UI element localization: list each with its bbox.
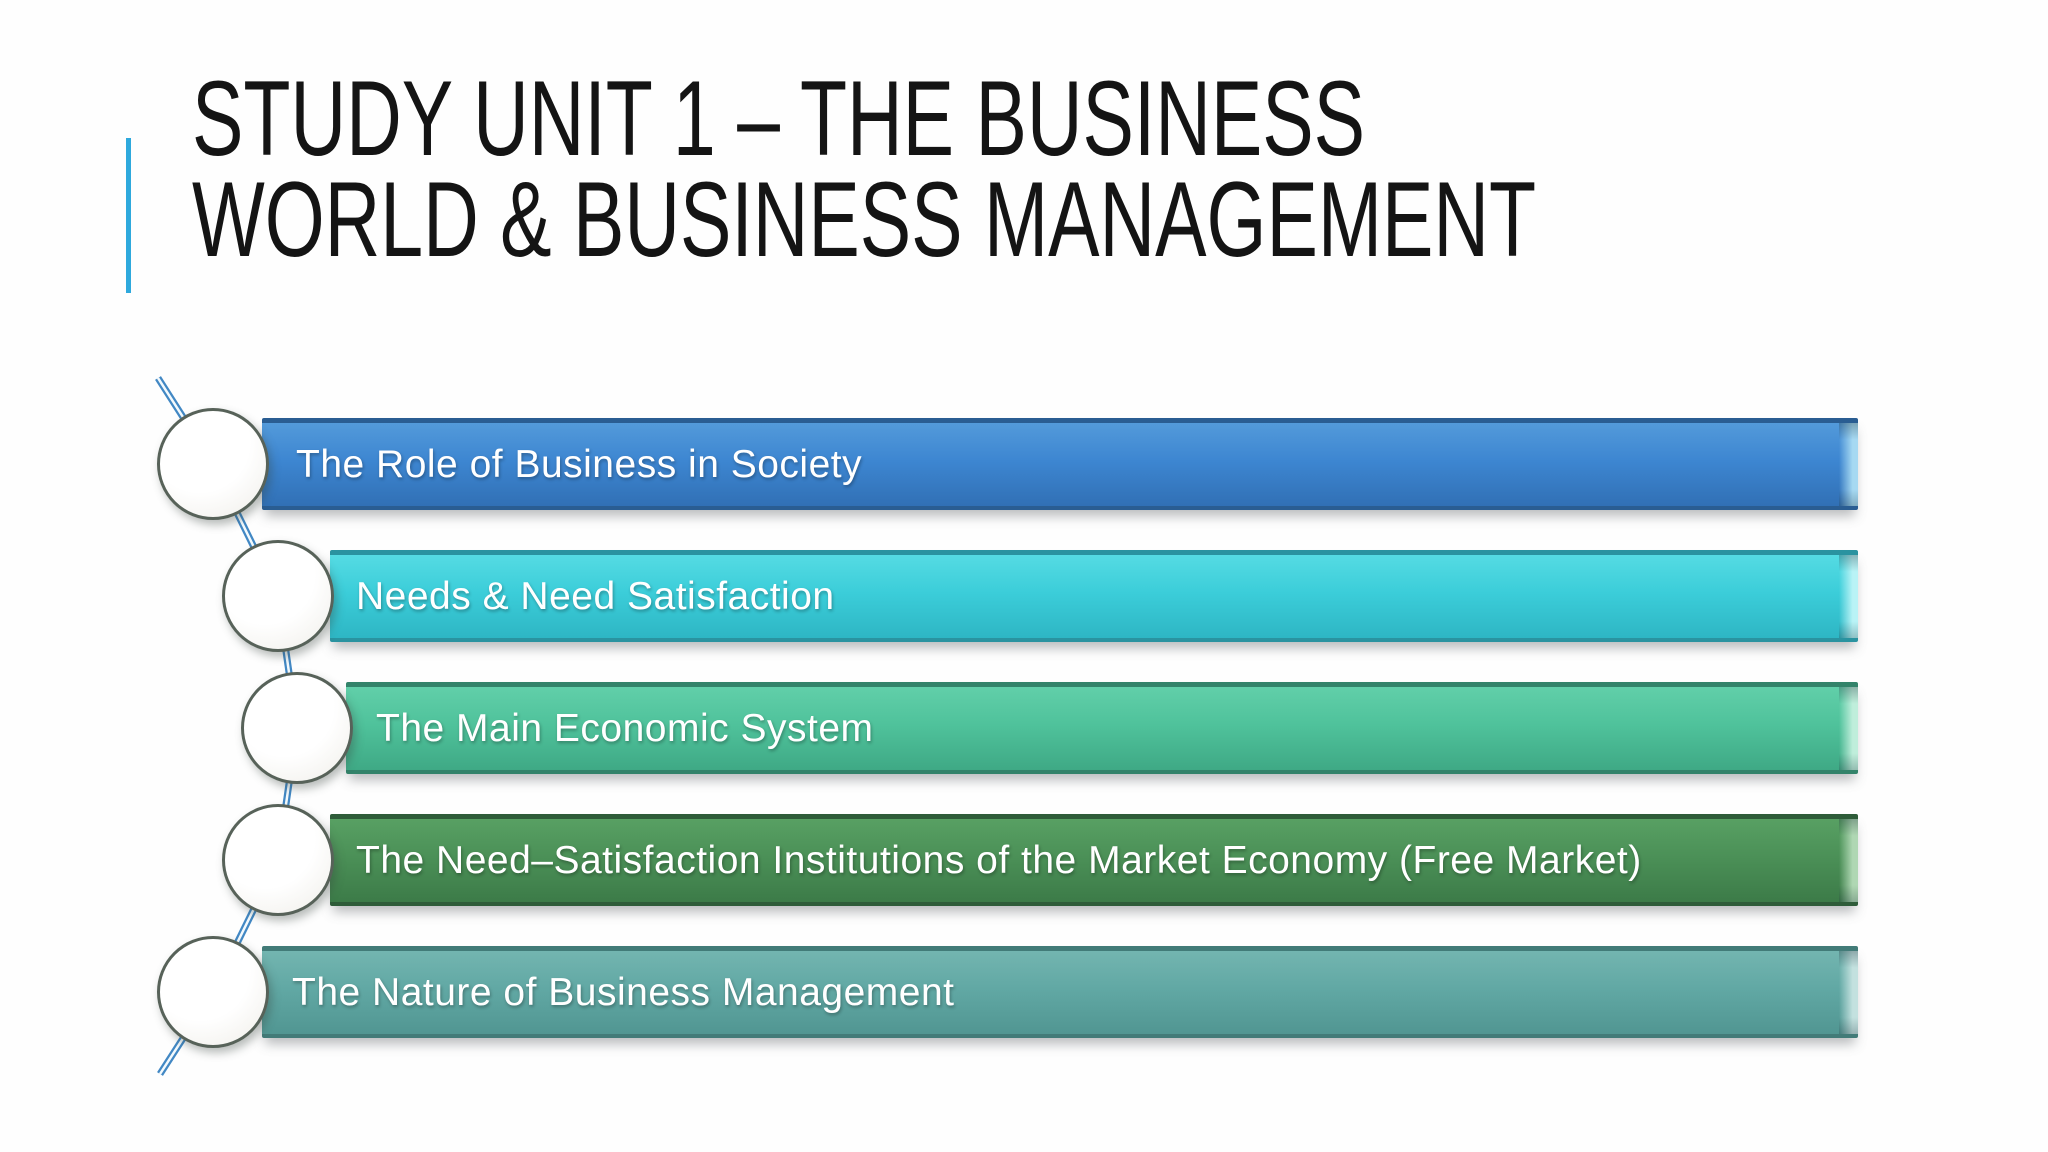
list-item-bar: Needs & Need Satisfaction — [330, 550, 1858, 642]
list-item-marker-circle — [241, 672, 353, 784]
list-item-label: The Need–Satisfaction Institutions of th… — [356, 838, 1642, 882]
title-accent-bar — [126, 138, 131, 293]
list-item-bar: The Need–Satisfaction Institutions of th… — [330, 814, 1858, 906]
list-item-label: The Role of Business in Society — [296, 442, 863, 486]
page-title: STUDY UNIT 1 – THE BUSINESS WORLD & BUSI… — [192, 58, 1537, 279]
list-item-label: The Main Economic System — [376, 706, 874, 750]
list-item-label: Needs & Need Satisfaction — [356, 574, 835, 618]
list-item-bar: The Nature of Business Management — [262, 946, 1858, 1038]
page-title-line-1: STUDY UNIT 1 – THE BUSINESS — [192, 58, 1366, 178]
list-item-marker-circle — [222, 804, 334, 916]
list-item-marker-circle — [157, 408, 269, 520]
list-item-label: The Nature of Business Management — [292, 970, 955, 1014]
list-item-marker-circle — [157, 936, 269, 1048]
list-item-bar: The Role of Business in Society — [262, 418, 1858, 510]
page-title-line-2: WORLD & BUSINESS MANAGEMENT — [192, 159, 1537, 279]
list-item-marker-circle — [222, 540, 334, 652]
list-item-bar: The Main Economic System — [346, 682, 1858, 774]
